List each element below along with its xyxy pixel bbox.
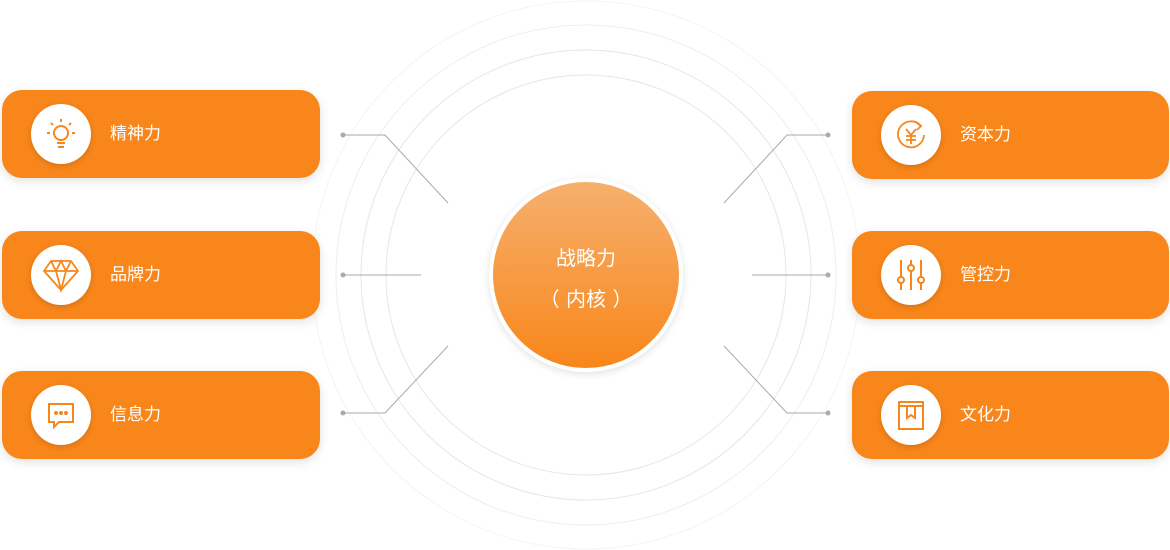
- connector-dot: [825, 410, 831, 416]
- connector-line: [343, 345, 449, 414]
- lightbulb-icon: [31, 104, 91, 164]
- core-circle: 战略力 （ 内核 ）: [489, 178, 683, 372]
- card-capital[interactable]: 资本力: [852, 91, 1169, 179]
- card-culture[interactable]: 文化力: [852, 371, 1169, 459]
- card-label: 管控力: [960, 265, 1011, 285]
- core-title: 战略力: [556, 246, 616, 270]
- card-label: 资本力: [960, 125, 1011, 145]
- card-label: 文化力: [960, 405, 1011, 425]
- yuan-cycle-icon: [881, 105, 941, 165]
- card-label: 信息力: [110, 405, 161, 425]
- card-spirit[interactable]: 精神力: [2, 90, 320, 178]
- connector-line: [343, 134, 449, 204]
- connector-line: [723, 345, 828, 414]
- connector-dot: [340, 132, 346, 138]
- card-label: 精神力: [110, 124, 161, 144]
- card-label: 品牌力: [110, 265, 161, 285]
- core-subtitle: （ 内核 ）: [539, 287, 633, 311]
- card-brand[interactable]: 品牌力: [2, 231, 320, 319]
- sliders-icon: [881, 245, 941, 305]
- connector-line: [723, 134, 828, 204]
- connector-dot: [825, 132, 831, 138]
- connector-dot: [340, 410, 346, 416]
- card-control[interactable]: 管控力: [852, 231, 1169, 319]
- connector-dot: [340, 272, 346, 278]
- card-information[interactable]: 信息力: [2, 371, 320, 459]
- diamond-icon: [31, 245, 91, 305]
- book-icon: [881, 385, 941, 445]
- chat-bubble-icon: [31, 385, 91, 445]
- connector-dot: [825, 272, 831, 278]
- ring: [335, 24, 837, 526]
